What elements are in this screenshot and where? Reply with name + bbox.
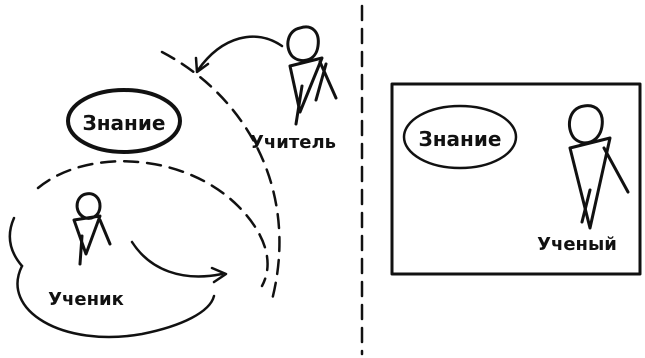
scientist-label: Ученый [537, 234, 617, 255]
knowledge-label-left: Знание [83, 111, 166, 135]
scientist-figure [569, 106, 628, 228]
knowledge-label-right: Знание [419, 127, 502, 151]
student-figure [74, 194, 110, 264]
arrow-student-to-outside [132, 242, 226, 282]
teacher-label: Учитель [250, 132, 336, 153]
teacher-figure [288, 27, 336, 124]
left-scene: Знание Учитель [10, 27, 336, 337]
student-label: Ученик [48, 289, 124, 310]
knowledge-oval-right: Знание [404, 106, 516, 168]
knowledge-oval-left: Знание [68, 90, 180, 152]
student-swirl [10, 218, 214, 337]
arrow-teacher-to-knowledge [196, 37, 282, 72]
dashed-arcs [38, 52, 279, 300]
right-scene: Знание Ученый [392, 84, 640, 274]
